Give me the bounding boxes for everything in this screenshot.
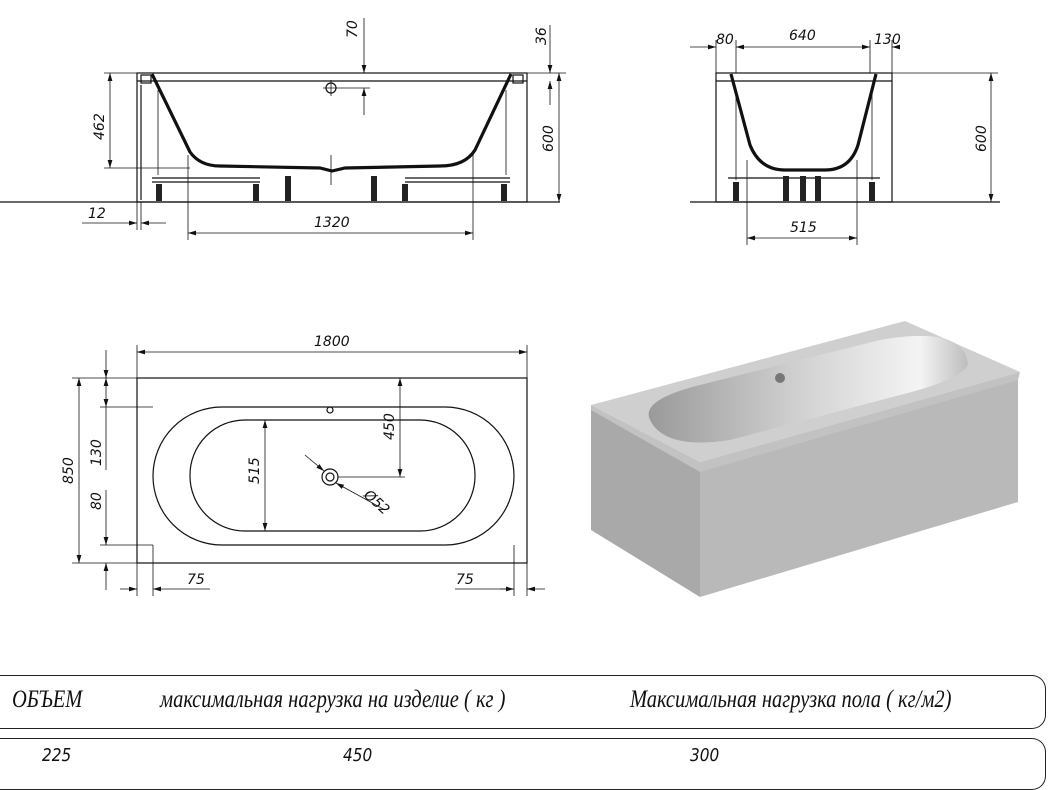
dim-side-515: 515 bbox=[790, 220, 817, 236]
technical-drawing: 70 36 462 600 12 1320 80 640 130 bbox=[0, 18, 1020, 597]
dim-850: 850 bbox=[61, 457, 77, 484]
bathtub-bowl bbox=[648, 335, 968, 443]
dim-450: 450 bbox=[382, 413, 398, 440]
value-max-load-product: 450 bbox=[343, 745, 373, 766]
dim-70: 70 bbox=[345, 20, 361, 38]
dim-75-right: 75 bbox=[456, 572, 474, 588]
front-elevation-view: 70 36 462 600 12 1320 bbox=[0, 18, 566, 240]
side-cross-section bbox=[729, 73, 878, 172]
dim-36: 36 bbox=[534, 27, 550, 45]
dim-1800: 1800 bbox=[314, 334, 350, 350]
adjustable-feet bbox=[156, 176, 507, 201]
dim-12: 12 bbox=[88, 206, 106, 222]
bath-cross-section bbox=[150, 73, 513, 173]
dim-640: 640 bbox=[789, 28, 816, 44]
dim-130-plan: 130 bbox=[89, 439, 105, 466]
dim-462: 462 bbox=[92, 113, 108, 140]
header-max-load-product: максимальная нагрузка на изделие ( кг ) bbox=[160, 686, 506, 713]
specs-table-header-row: ОБЪЕМ максимальная нагрузка на изделие (… bbox=[0, 675, 1046, 729]
plan-view: 1800 850 130 80 515 450 Ø52 75 75 bbox=[61, 334, 545, 596]
specs-table-value-row: 225 450 300 bbox=[0, 738, 1046, 790]
header-volume: ОБЪЕМ bbox=[12, 686, 83, 713]
value-max-floor-load: 300 bbox=[690, 745, 720, 766]
dim-80-plan: 80 bbox=[89, 492, 105, 510]
dim-80: 80 bbox=[716, 32, 734, 48]
dim-515-plan: 515 bbox=[247, 457, 263, 484]
dim-75-left: 75 bbox=[187, 572, 205, 588]
dim-diameter-52: Ø52 bbox=[360, 486, 393, 518]
side-elevation-view: 80 640 130 600 515 bbox=[690, 28, 1000, 245]
dim-1320: 1320 bbox=[314, 215, 350, 231]
dim-130: 130 bbox=[874, 32, 901, 48]
dim-600: 600 bbox=[541, 125, 557, 152]
bathtub-3d-render bbox=[591, 321, 1020, 597]
value-volume: 225 bbox=[42, 745, 72, 766]
bath-panel-outline bbox=[136, 72, 528, 203]
dim-side-600: 600 bbox=[974, 125, 990, 152]
header-max-floor-load: Максимальная нагрузка пола ( кг/м2) bbox=[630, 686, 952, 713]
